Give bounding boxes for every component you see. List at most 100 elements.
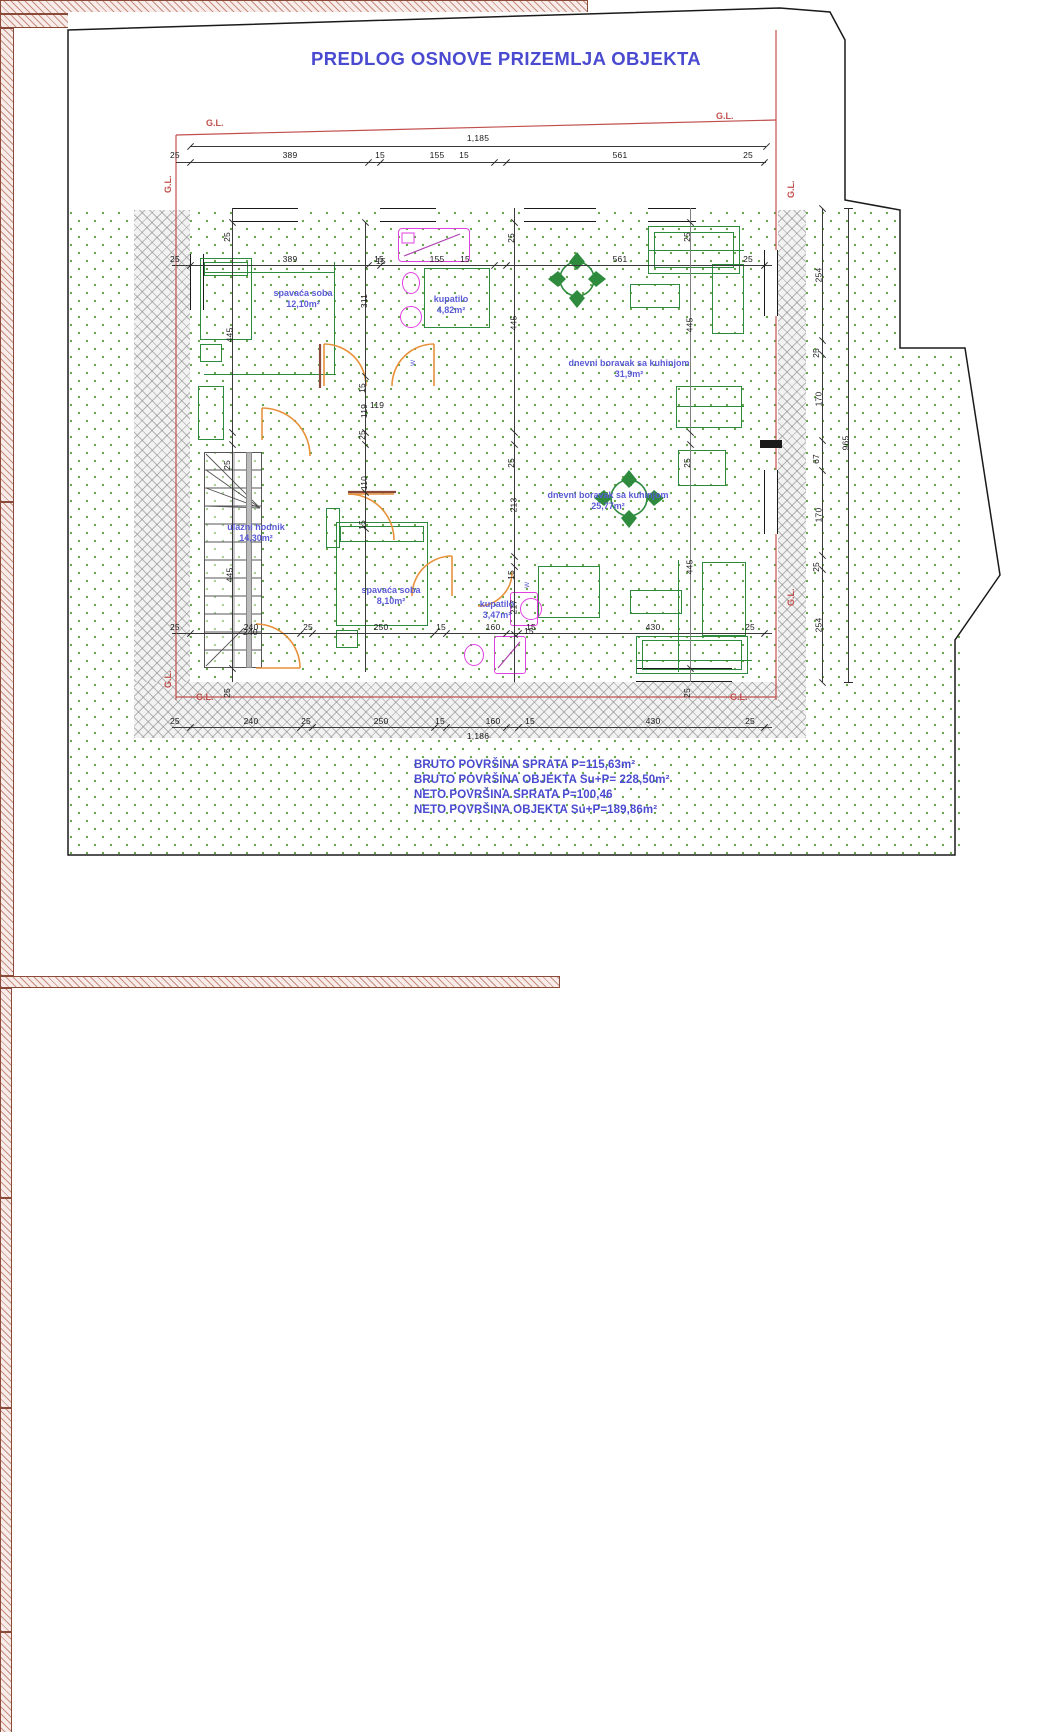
wardrobe-2 <box>326 508 340 548</box>
terrain-white-upper <box>68 12 960 210</box>
kitchen-counter-2 <box>678 450 726 486</box>
bedroom1-furniture-line-2 <box>204 374 336 376</box>
dim-line-bottom-chain <box>172 727 772 728</box>
dim-ibot-25-right: 25 <box>745 622 755 632</box>
room-label-bathroom-2: kupatilo 3,47m² <box>480 599 515 621</box>
wall-stub-right-mid <box>760 440 782 448</box>
dim-rin-25-top: 25 <box>681 232 692 242</box>
window-opening-top-4 <box>648 208 696 222</box>
window-opening-top-1 <box>232 208 298 222</box>
dim-bot-25-left: 25 <box>170 716 180 726</box>
room-area-living-1: 31,9m² <box>614 369 644 379</box>
dim-bot-25-right: 25 <box>745 716 755 726</box>
legend-line-2: BRUTO POVRŠINA OBJEKTA Su+P= 228,50m² <box>414 774 670 786</box>
dim-midleft-110: 110 <box>359 475 370 491</box>
dim-itop-155: 155 <box>429 254 445 264</box>
living1-line-2 <box>676 406 744 408</box>
ground-line-label-top-left: G.L. <box>206 118 224 128</box>
dim-ibot-250: 250 <box>373 622 389 632</box>
dim-right-170a: 170 <box>813 391 824 407</box>
gravel-apron-left <box>134 210 190 710</box>
legend-line-1: BRUTO POVRŠINA SPRATA P=115,63m² <box>414 759 636 771</box>
legend-line-4: NETO POVRŠINA OBJEKTA Su+P=189,86m² <box>414 804 658 816</box>
dim-rin-445b: 445 <box>684 559 695 575</box>
window-mark-w-2: W <box>524 581 531 588</box>
terrain-white-right <box>900 210 1057 350</box>
room-area-living-2: 25,77m² <box>591 501 625 511</box>
room-label-bedroom-1: spavaća soba 12,10m² <box>273 288 332 310</box>
dim-left-25-mid: 25 <box>221 460 232 470</box>
wall-interior-vertical-hall <box>0 1408 12 1632</box>
living2-line-2 <box>678 560 680 672</box>
dim-itop-15b: 15 <box>460 254 470 264</box>
living2-line-1 <box>636 660 752 662</box>
dim-midc-25-top: 25 <box>505 233 516 243</box>
dim-bot-250: 250 <box>373 716 389 726</box>
bed-2-pillow <box>340 526 424 542</box>
bathtub-1 <box>398 228 470 262</box>
ground-line-label-bottom-left: G.L. <box>196 692 214 702</box>
room-area-bedroom-1: 12,10m² <box>286 299 320 309</box>
nightstand-1 <box>200 344 222 362</box>
dim-midleft-15a: 15 <box>356 383 367 393</box>
bedroom1-furniture-line <box>204 272 334 274</box>
dining-table-2 <box>594 470 664 528</box>
wall-exterior-left <box>0 28 14 502</box>
dim-line-inner-top <box>172 265 772 266</box>
site-boundary <box>67 7 1001 856</box>
room-area-bathroom-2: 3,47m² <box>482 610 512 620</box>
wall-interior-vertical-left <box>0 988 12 1198</box>
room-label-living-2: dnevni boravak sa kuhinjom 25,77m² <box>547 490 668 512</box>
ground-line-label-right-upper: G.L. <box>786 180 796 199</box>
window-opening-right-2 <box>764 470 778 534</box>
dim-left-25-bot: 25 <box>221 688 232 698</box>
dim-top-155: 155 <box>429 150 445 160</box>
living1-line-1 <box>648 250 744 252</box>
dim-right-170b: 170 <box>813 507 824 523</box>
room-name-living-2: dnevni boravak sa kuhinjom <box>547 490 669 500</box>
sink-1 <box>400 306 422 328</box>
sofa-2 <box>636 636 748 674</box>
dim-ibot-15b: 15 <box>526 622 536 632</box>
page-title: PREDLOG OSNOVE PRIZEMLJA OBJEKTA <box>311 48 702 69</box>
ground-line-label-bottom-right: G.L. <box>730 692 748 702</box>
toilet-2 <box>520 598 542 620</box>
dim-ibot-430: 430 <box>645 622 661 632</box>
dim-midc-213: 213 <box>508 497 519 513</box>
bedroom1-furniture-edge <box>334 262 336 374</box>
dim-right-254-bot: 254 <box>813 617 824 633</box>
room-name-bedroom-2: spavaća soba <box>361 585 421 595</box>
dim-top-overall: 1,185 <box>466 133 490 143</box>
coffee-table-2 <box>630 590 682 614</box>
dim-midleft-25: 25 <box>356 430 367 440</box>
wall-exterior-top <box>0 0 588 14</box>
dim-right-67: 67 <box>810 454 821 464</box>
dim-line-top-chain <box>176 162 766 163</box>
dim-top-15a: 15 <box>375 150 385 160</box>
dim-left-445b: 445 <box>224 567 235 583</box>
dim-line-right-overall <box>848 208 849 682</box>
dim-itop-25-right: 25 <box>743 254 753 264</box>
dim-midc-15b: 15 <box>524 626 534 636</box>
room-area-entry-hall: 14,30m² <box>239 533 273 543</box>
dim-top-389: 389 <box>282 150 298 160</box>
room-name-bedroom-1: spavaća soba <box>273 288 333 298</box>
dim-ibot-25a: 25 <box>303 622 313 632</box>
window-opening-top-2 <box>380 208 436 222</box>
ground-line-label-left-lower: G.L. <box>163 670 173 689</box>
legend-block: BRUTO POVRŠINA SPRATA P=115,63m² BRUTO P… <box>414 758 670 818</box>
stair-rail <box>246 452 252 668</box>
dim-itop-389: 389 <box>282 254 298 264</box>
dim-ibot-15a: 15 <box>436 622 446 632</box>
dim-top-25-left: 25 <box>170 150 180 160</box>
dim-midc-217: 217 <box>508 599 519 615</box>
dim-midleft-15-top: 15 <box>376 256 386 266</box>
sofa-2-inner <box>642 640 742 670</box>
dim-tick <box>844 208 853 209</box>
dim-itop-561: 561 <box>612 254 628 264</box>
bathtub-1-detail <box>401 232 461 257</box>
dim-right-25a: 25 <box>810 348 821 358</box>
dim-bot-240: 240 <box>243 716 259 726</box>
window-opening-bottom-1 <box>636 668 732 682</box>
toilet-1 <box>402 272 420 294</box>
